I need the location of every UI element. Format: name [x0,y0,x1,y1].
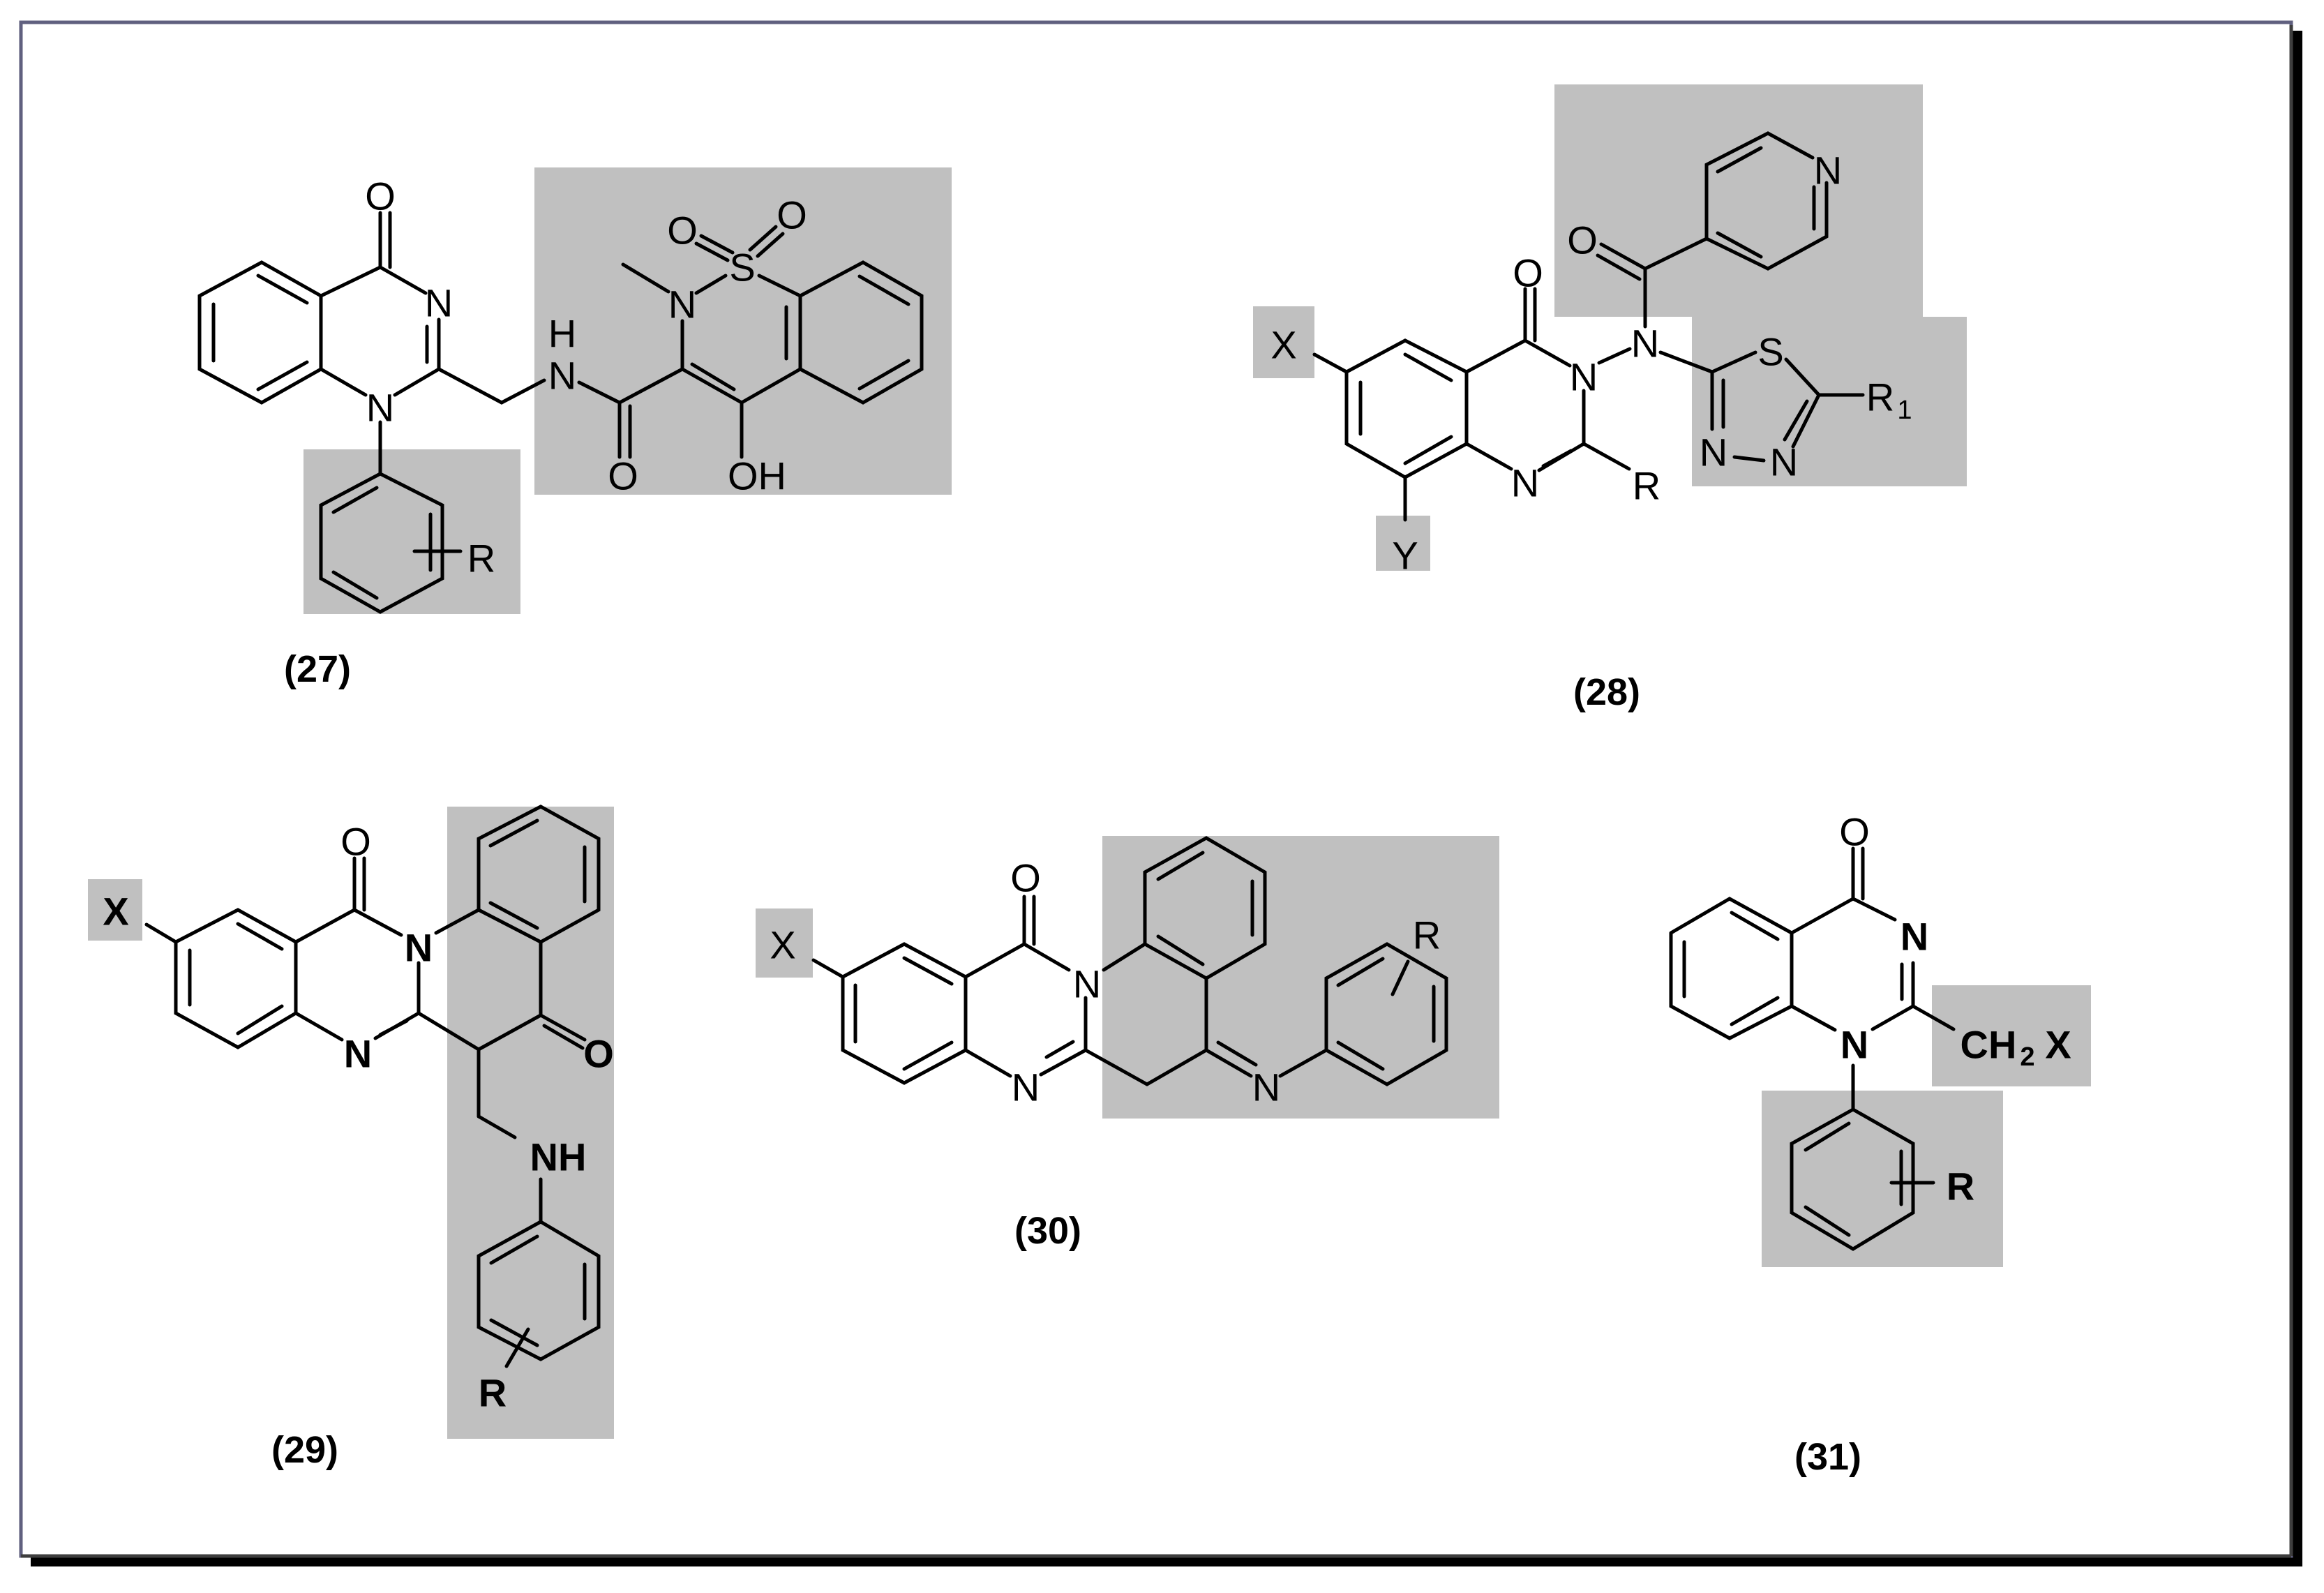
highlight-y [1376,516,1430,571]
atom-x: X [770,923,795,967]
compound-label-30: (30) [1014,1210,1081,1252]
atom-s: S [1757,330,1783,374]
atom-o-amide: O [1567,218,1598,262]
atom-n3: N [425,281,453,325]
figure-frame [19,20,2302,1566]
atom-r: R [479,1371,507,1415]
atom-r: R [467,537,495,581]
atom-o-keto: O [340,820,371,864]
atom-ch2x-x: X [2045,1023,2071,1067]
highlight-x [1253,306,1314,378]
atom-n3: N [1073,962,1101,1006]
highlight-benzo-anilinomethyl [447,807,614,1439]
highlight-thiadiazole [1692,317,1967,486]
atom-n3: N [405,926,433,970]
atom-n1: N [344,1032,372,1076]
atom-nh-n: N [548,354,576,398]
atom-n1: N [366,386,394,430]
atom-o-keto: O [1513,251,1543,295]
atom-so-o1: O [667,209,698,253]
compound-29: X O N N O NH R (29) [88,805,614,1471]
atom-so-o2: O [777,193,807,237]
atom-ring-n: N [668,283,696,327]
atom-o-keto: O [365,174,396,218]
atom-x: X [1270,323,1296,367]
atom-nh: NH [530,1135,587,1179]
highlight-ch2x [1932,985,2091,1086]
compound-31: O N N CH 2 X R (31) [1669,810,2091,1478]
atom-ch2x-ch: CH [1961,1023,2017,1067]
highlight-phenyl-r [303,449,520,614]
atom-o-ring: O [583,1032,614,1076]
highlight-phenyl-r [1762,1091,2003,1267]
compound-27: O N N H N O N S O O OH R (27) [197,167,952,690]
highlight-x [756,908,813,978]
atom-n-amide: N [1631,322,1659,366]
atom-r: R [1947,1165,1974,1209]
atom-o-keto: O [1839,810,1870,854]
atom-n1: N [1511,461,1539,505]
atom-oh: OH [728,454,786,498]
atom-n3: N [1570,355,1598,399]
atom-pyridine-n: N [1814,149,1842,193]
compound-30: X O N N N R (30) [756,836,1499,1252]
highlight-x [88,879,142,941]
atom-amide-o: O [608,454,638,498]
atom-ch2x-subscript: 2 [2020,1042,2034,1072]
atom-nh-h: H [548,312,576,356]
atom-n3: N [1901,915,1928,959]
highlight-isonicotinoyl [1554,84,1923,317]
atom-o-keto: O [1010,856,1041,900]
atom-r1-subscript: 1 [1897,396,1912,425]
compound-label-27: (27) [284,648,351,690]
atom-r: R [1633,464,1660,508]
atom-n-imine: N [1252,1065,1280,1109]
atom-n1: N [1012,1065,1040,1109]
atom-y: Y [1392,534,1418,578]
atom-n1: N [1841,1023,1868,1067]
compound-label-29: (29) [271,1429,338,1471]
atom-thiadiazole-n4: N [1770,440,1798,484]
compound-28: X Y O N N R N O N S N N R 1 (28) [1253,84,1967,713]
atom-x: X [103,890,128,934]
atom-r1: R [1866,375,1894,419]
compound-label-31: (31) [1794,1436,1861,1478]
atom-thiadiazole-n3: N [1700,431,1727,474]
atom-r: R [1413,913,1441,957]
atom-s: S [729,246,755,290]
compound-label-28: (28) [1573,671,1640,713]
